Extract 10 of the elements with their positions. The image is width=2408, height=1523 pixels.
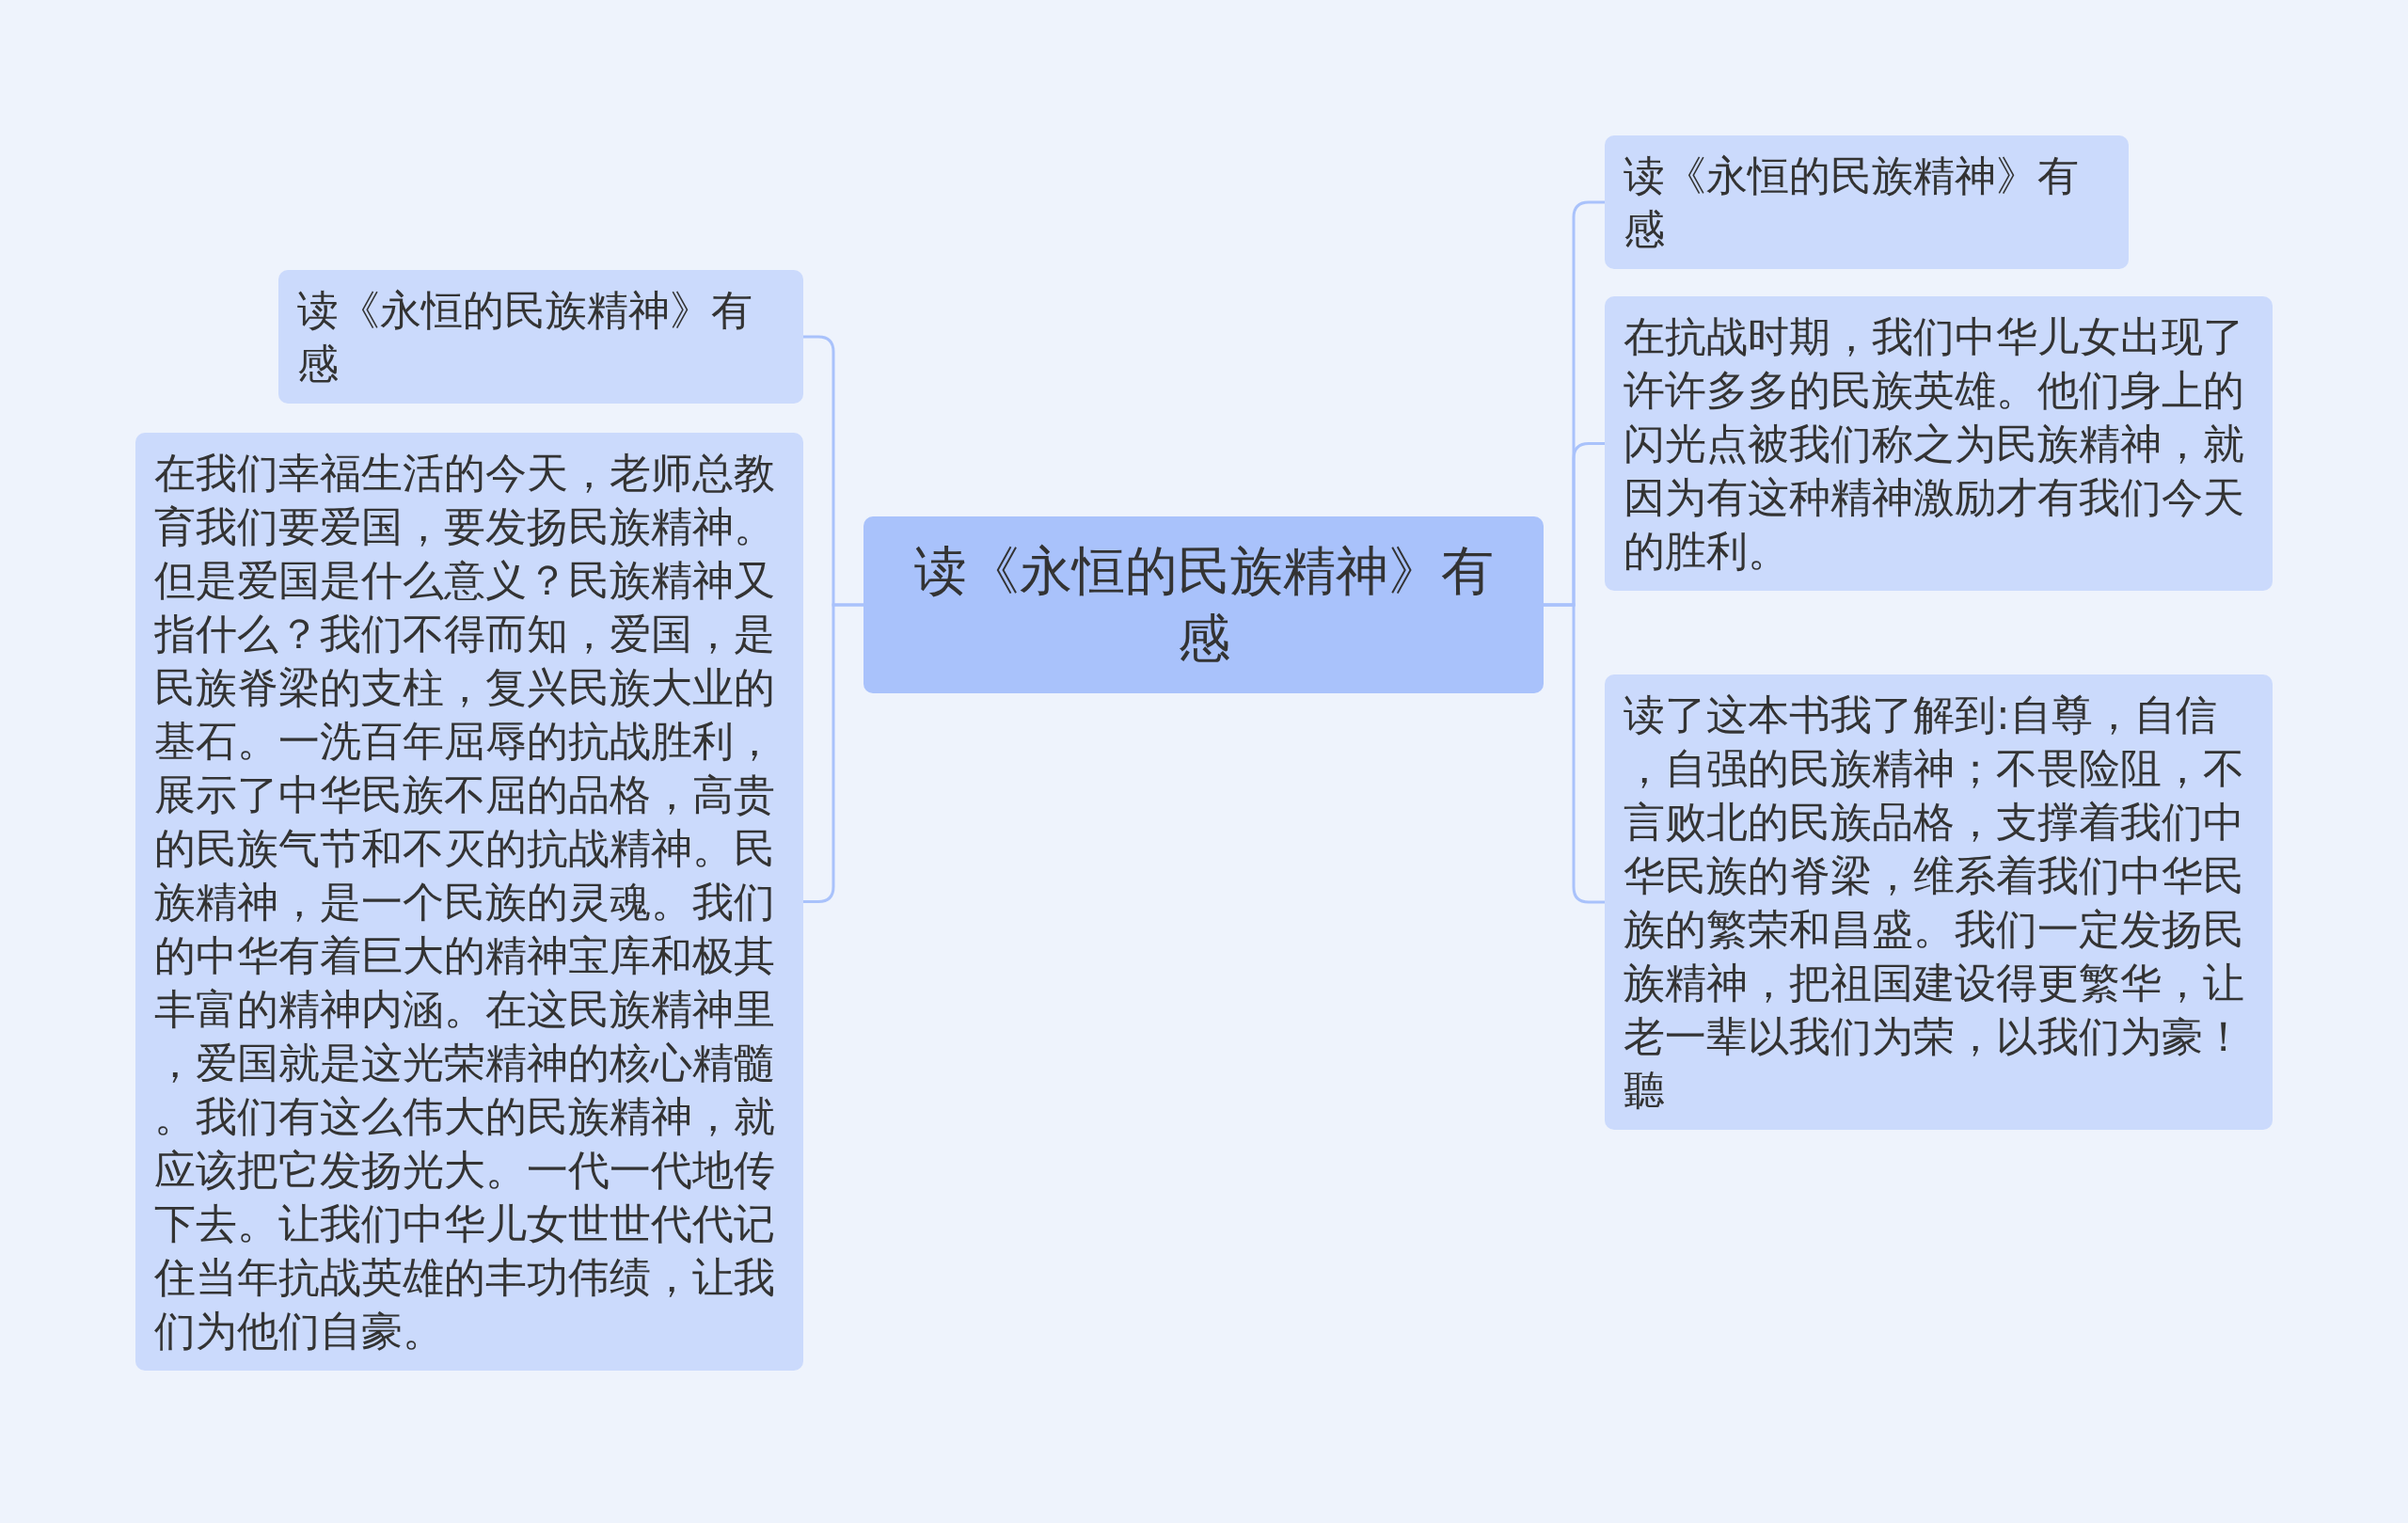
topic-box [1605, 135, 2129, 269]
topic-text: 在抗战时期，我们中华儿女出现了许许多多的民族英雄。他们身上的闪光点被我们称之为民族精神，就因为有这种精神激励才有我们今天的胜利。 [1624, 311, 2245, 577]
topic-box [278, 270, 803, 404]
topic-text: 读《永恒的民族精神》有感 [1624, 151, 2080, 255]
central-topic [863, 516, 1544, 693]
topic-text: 读《永恒的民族精神》有感 [912, 539, 1495, 671]
topic-text: 读了这本书我了解到:自尊，自信，自强的民族精神；不畏险阻，不言败北的民族品格，支撑着我们中华民族的脊梁，维系着我们中华民族的繁荣和昌盛。我们一定发扬民族精神，把祖国建设得更繁华，让老一辈以我们为荣，以我们为豪！聽 [1624, 690, 2245, 1116]
topic-text: 在我们幸福生活的今天，老师总教育我们要爱国，要发扬民族精神。但是爱国是什么意义？民族精神又指什么？我们不得而知，爱国，是民族脊梁的支柱，复兴民族大业的基石。一洗百年屈辱的抗战胜利，展示了中华民族不屈的品格，高贵的民族气节和不灭的抗战精神。民族精神，是一个民族的灵魂。我们的中华有着巨大的精神宝库和极其丰富的精神内涵。在这民族精神里，爱国就是这光荣精神的核心精髓。我们有这么伟大的民族精神，就应该把它发扬光大。一代一代地传下去。让我们中华儿女世世代代记住当年抗战英雄的丰功伟绩，让我们为他们自豪。 [154, 448, 776, 1356]
topic-text: 读《永恒的民族精神》有感 [297, 285, 753, 389]
topic-box [1605, 296, 2273, 591]
